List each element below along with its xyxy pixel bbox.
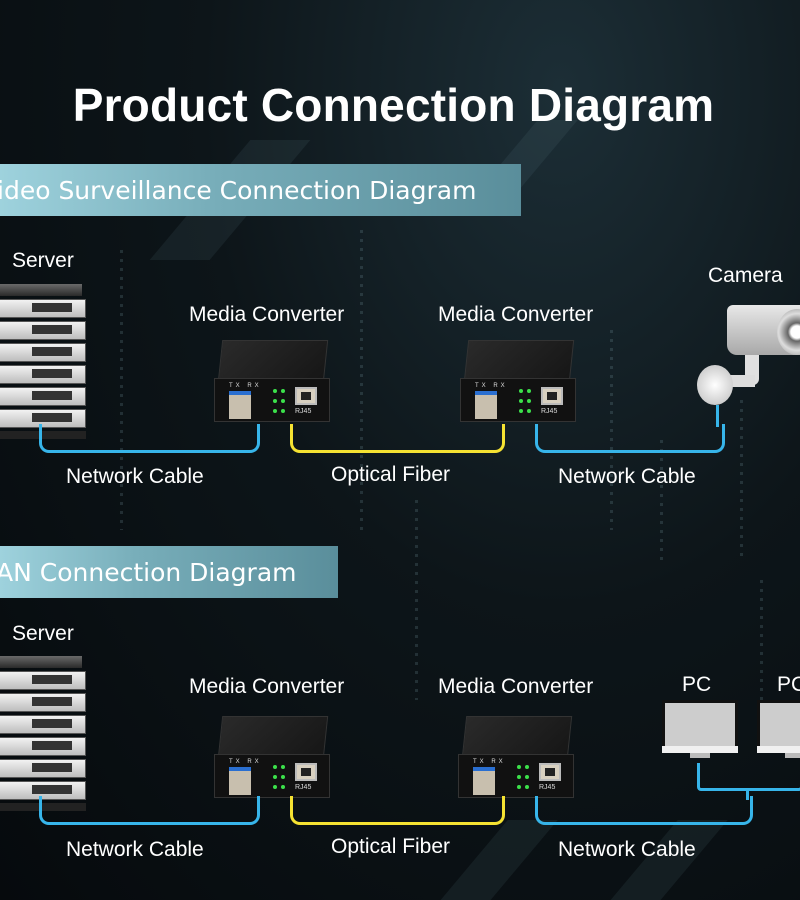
link-label: Network Cable (66, 838, 204, 861)
optical-fiber-line (290, 424, 505, 453)
media-converter-icon: TX RX RJ45 (214, 340, 330, 422)
section-banner: ideo Surveillance Connection Diagram (0, 164, 521, 216)
media-converter-label-b: Media Converter (438, 675, 594, 698)
server-label: Server (12, 249, 74, 272)
section-banner: AN Connection Diagram (0, 546, 338, 598)
pc-label: PC (682, 673, 712, 696)
rx-label: RX (493, 383, 508, 389)
rj45-label: RJ45 (541, 408, 558, 415)
media-converter-label-a: Media Converter (189, 303, 345, 326)
rj45-label: RJ45 (295, 408, 312, 415)
sfp-port (229, 767, 251, 795)
network-cable-line (39, 796, 260, 825)
tx-label: TX (473, 759, 487, 765)
rj45-port (295, 763, 317, 781)
network-cable-line (39, 424, 260, 453)
media-converter-icon: TX RX RJ45 (460, 340, 576, 422)
media-converter-label-a: Media Converter (189, 675, 345, 698)
rj45-port (539, 763, 561, 781)
media-converter-icon: TX RX RJ45 (458, 716, 574, 798)
section-banner-text: ideo Surveillance Connection Diagram (0, 175, 477, 205)
rj45-label: RJ45 (295, 784, 312, 791)
rj45-port (541, 387, 563, 405)
tx-rx-label: TX RX (473, 759, 506, 765)
media-converter-icon: TX RX RJ45 (214, 716, 330, 798)
sfp-port (475, 391, 497, 419)
tx-label: TX (229, 759, 243, 765)
desktop-monitor-icon (757, 700, 800, 758)
rx-label: RX (491, 759, 506, 765)
tx-label: TX (229, 383, 243, 389)
network-cable-line (535, 424, 725, 453)
optical-fiber-line (290, 796, 505, 825)
link-label: Network Cable (558, 465, 696, 488)
server-label: Server (12, 622, 74, 645)
camera-cable-riser (716, 405, 719, 427)
section-banner-text: AN Connection Diagram (0, 557, 297, 587)
camera-label: Camera (708, 264, 783, 287)
page-title: Product Connection Diagram (72, 79, 715, 131)
pc-cable-riser (746, 788, 749, 800)
rj45-port (295, 387, 317, 405)
tx-label: TX (475, 383, 489, 389)
pc-branch-cable (697, 763, 800, 791)
rx-label: RX (247, 383, 262, 389)
pc-label: PC (777, 673, 800, 696)
rx-label: RX (247, 759, 262, 765)
sfp-port (473, 767, 495, 795)
rj45-label: RJ45 (539, 784, 556, 791)
server-rack-icon (0, 284, 86, 439)
sfp-port (229, 391, 251, 419)
desktop-monitor-icon (662, 700, 738, 758)
tx-rx-label: TX RX (229, 759, 262, 765)
tx-rx-label: TX RX (475, 383, 508, 389)
link-label: Network Cable (66, 465, 204, 488)
network-cable-line (535, 796, 753, 825)
tx-rx-label: TX RX (229, 383, 262, 389)
link-label: Optical Fiber (331, 463, 451, 486)
server-rack-icon (0, 656, 86, 811)
link-label: Network Cable (558, 838, 696, 861)
link-label: Optical Fiber (331, 835, 451, 858)
media-converter-label-b: Media Converter (438, 303, 594, 326)
